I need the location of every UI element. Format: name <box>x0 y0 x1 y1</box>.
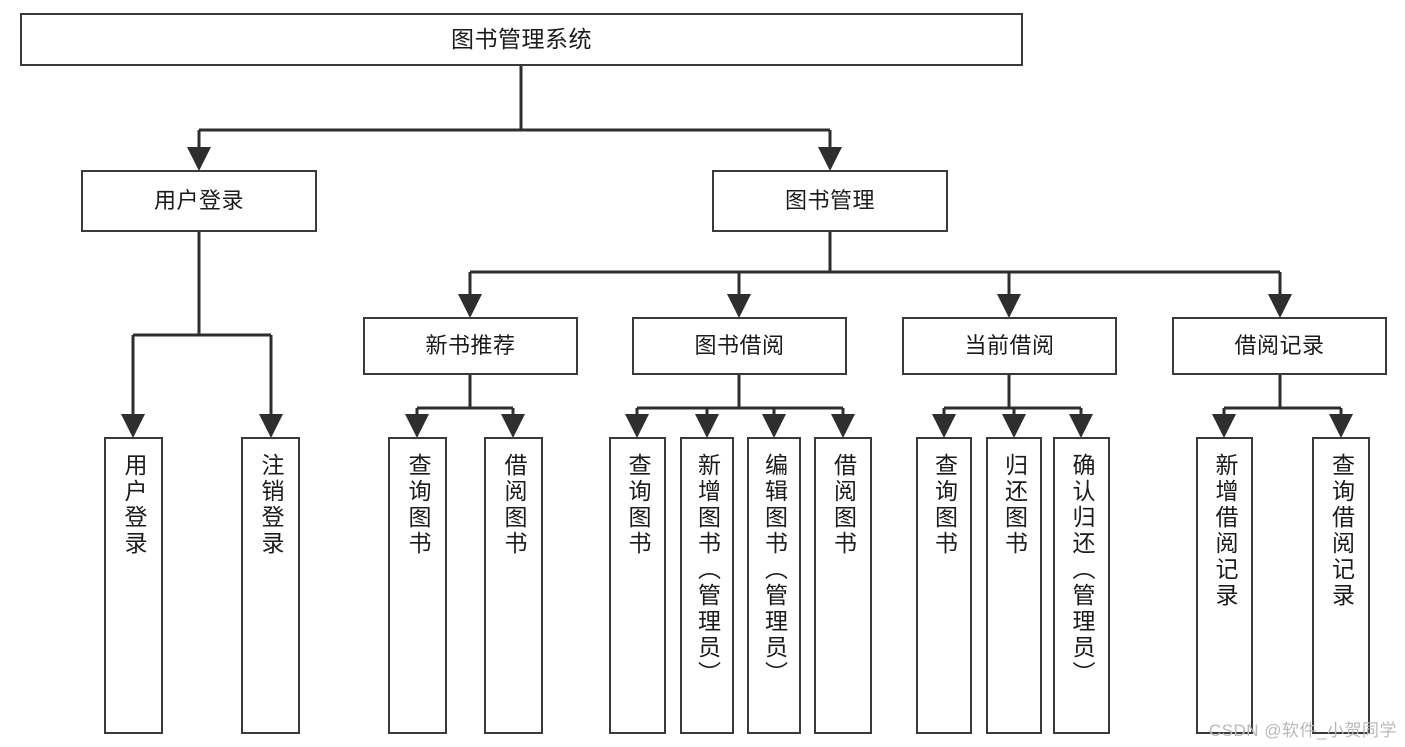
node-label: 图书借阅 <box>694 333 785 359</box>
node-label: 查询图书 <box>931 453 958 557</box>
node-label: 借阅记录 <box>1234 333 1325 359</box>
node-book-borrow[interactable]: 图书借阅 <box>632 317 847 375</box>
node-label: 新书推荐 <box>425 333 516 359</box>
node-label: 当前借阅 <box>964 333 1055 359</box>
leaf-confirm-return-admin[interactable]: 确认归还（管理员） <box>1053 437 1110 734</box>
node-label: 确认归还（管理员） <box>1069 453 1095 687</box>
node-label: 用户登录 <box>121 453 147 557</box>
leaf-user-logout[interactable]: 注销登录 <box>241 437 300 734</box>
node-label: 借阅图书 <box>830 453 857 557</box>
leaf-user-login[interactable]: 用户登录 <box>104 437 163 734</box>
node-current-borrow[interactable]: 当前借阅 <box>902 317 1117 375</box>
node-borrow-record[interactable]: 借阅记录 <box>1172 317 1387 375</box>
node-label: 借阅图书 <box>501 453 527 557</box>
leaf-query-book-borrow[interactable]: 查询图书 <box>609 437 666 734</box>
leaf-borrow-book-recommend[interactable]: 借阅图书 <box>484 437 543 734</box>
node-label: 注销登录 <box>258 453 284 557</box>
node-user-login[interactable]: 用户登录 <box>81 170 317 232</box>
node-root-system[interactable]: 图书管理系统 <box>20 13 1023 66</box>
leaf-query-book-recommend[interactable]: 查询图书 <box>388 437 447 734</box>
node-label: 图书管理 <box>784 188 875 214</box>
leaf-add-borrow-record[interactable]: 新增借阅记录 <box>1196 437 1253 734</box>
leaf-borrow-book[interactable]: 借阅图书 <box>814 437 872 734</box>
leaf-add-book-admin[interactable]: 新增图书（管理员） <box>680 437 734 734</box>
node-label: 新增借阅记录 <box>1212 453 1238 609</box>
leaf-query-book-current[interactable]: 查询图书 <box>916 437 972 734</box>
node-label: 查询借阅记录 <box>1328 453 1355 609</box>
node-label: 归还图书 <box>1001 453 1028 557</box>
node-label: 查询图书 <box>625 453 651 557</box>
leaf-query-borrow-record[interactable]: 查询借阅记录 <box>1312 437 1370 734</box>
node-label: 查询图书 <box>405 453 431 557</box>
node-new-book-recommend[interactable]: 新书推荐 <box>363 317 578 375</box>
node-label: 新增图书（管理员） <box>694 453 721 687</box>
csdn-watermark: CSDN @软件_小贺同学 <box>1208 721 1397 740</box>
node-book-management[interactable]: 图书管理 <box>712 170 948 232</box>
leaf-edit-book-admin[interactable]: 编辑图书（管理员） <box>747 437 801 734</box>
node-label: 图书管理系统 <box>451 25 592 52</box>
node-label: 用户登录 <box>153 188 244 214</box>
leaf-return-book[interactable]: 归还图书 <box>986 437 1042 734</box>
node-label: 编辑图书（管理员） <box>761 453 788 687</box>
